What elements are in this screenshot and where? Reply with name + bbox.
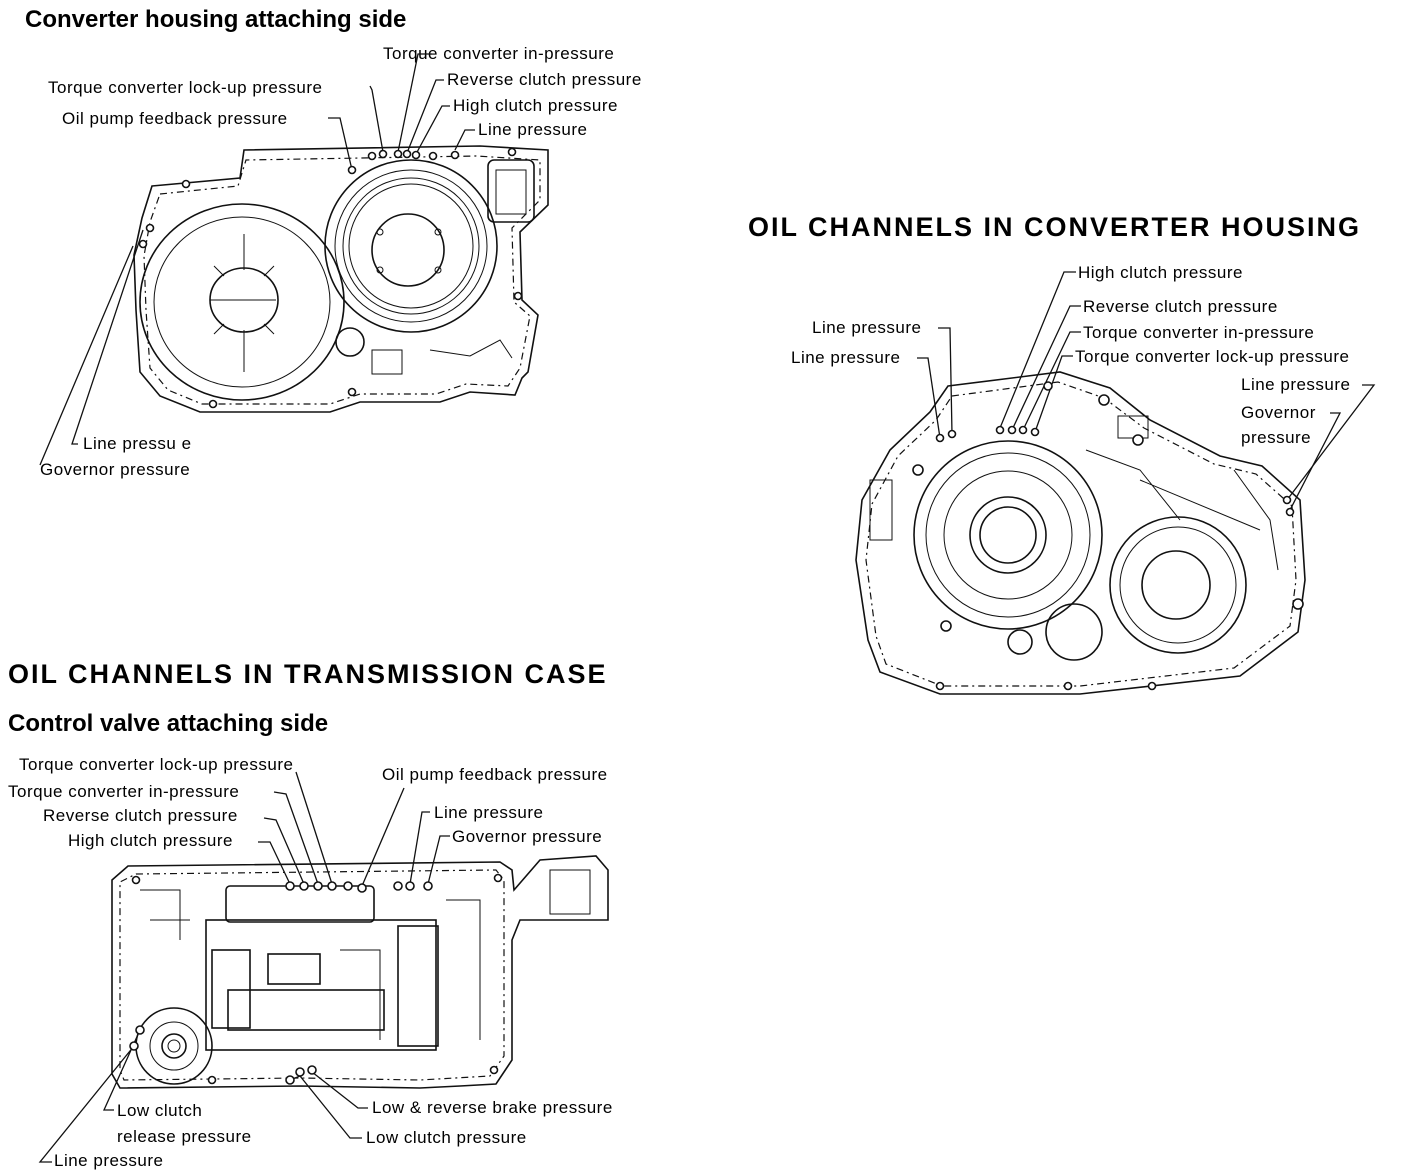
label-line-pressure-2: Line pressure bbox=[791, 348, 901, 367]
label-line-pressure: Line pressure bbox=[478, 120, 588, 139]
converter-housing-side-heading: Converter housing attaching side bbox=[25, 6, 406, 33]
label-tc-lockup-pressure: Torque converter lock-up pressure bbox=[1075, 347, 1349, 366]
converter-housing-attaching-side-figure: Converter housing attaching side Torque … bbox=[25, 6, 642, 479]
converter-housing-heading: OIL CHANNELS IN CONVERTER HOUSING bbox=[748, 212, 1361, 242]
label-high-clutch-pressure: High clutch pressure bbox=[68, 831, 233, 850]
label-high-clutch-pressure: High clutch pressure bbox=[453, 96, 618, 115]
label-release-pressure: release pressure bbox=[117, 1127, 252, 1146]
label-reverse-clutch-pressure: Reverse clutch pressure bbox=[1083, 297, 1278, 316]
label-governor-pressure: Governor pressure bbox=[40, 460, 190, 479]
transmission-case-heading: OIL CHANNELS IN TRANSMISSION CASE bbox=[8, 659, 608, 689]
label-governor: Governor bbox=[1241, 403, 1316, 422]
label-oil-pump-feedback-pressure: Oil pump feedback pressure bbox=[382, 765, 608, 784]
label-line-pressure-1: Line pressure bbox=[812, 318, 922, 337]
label-line-pressure-bottom: Line pressu e bbox=[83, 434, 192, 453]
label-low-reverse-brake-pressure: Low & reverse brake pressure bbox=[372, 1098, 613, 1117]
converter-housing-figure: OIL CHANNELS IN CONVERTER HOUSING High c… bbox=[748, 212, 1376, 695]
transmission-case-figure: OIL CHANNELS IN TRANSMISSION CASE Contro… bbox=[8, 659, 613, 1170]
label-reverse-clutch-pressure: Reverse clutch pressure bbox=[447, 70, 642, 89]
label-tc-in-pressure: Torque converter in-pressure bbox=[1083, 323, 1314, 342]
label-line-pressure-bottom: Line pressure bbox=[54, 1151, 164, 1170]
label-reverse-clutch-pressure: Reverse clutch pressure bbox=[43, 806, 238, 825]
transmission-case-ports bbox=[129, 873, 503, 1085]
label-governor-pressure: Governor pressure bbox=[452, 827, 602, 846]
converter-housing-ports bbox=[912, 381, 1304, 691]
label-tc-lockup-pressure: Torque converter lock-up pressure bbox=[19, 755, 293, 774]
label-tc-lockup-pressure: Torque converter lock-up pressure bbox=[48, 78, 322, 97]
label-tc-in-pressure: Torque converter in-pressure bbox=[383, 44, 614, 63]
label-low-clutch-pressure: Low clutch pressure bbox=[366, 1128, 527, 1147]
converter-housing-side-ports bbox=[138, 147, 523, 409]
label-high-clutch-pressure: High clutch pressure bbox=[1078, 263, 1243, 282]
label-low-clutch: Low clutch bbox=[117, 1101, 202, 1120]
label-line-pressure: Line pressure bbox=[434, 803, 544, 822]
label-governor-pressure: pressure bbox=[1241, 428, 1311, 447]
label-tc-in-pressure: Torque converter in-pressure bbox=[8, 782, 239, 801]
transmission-case-subheading: Control valve attaching side bbox=[8, 710, 328, 737]
label-oil-pump-feedback-pressure: Oil pump feedback pressure bbox=[62, 109, 288, 128]
label-line-pressure-3: Line pressure bbox=[1241, 375, 1351, 394]
